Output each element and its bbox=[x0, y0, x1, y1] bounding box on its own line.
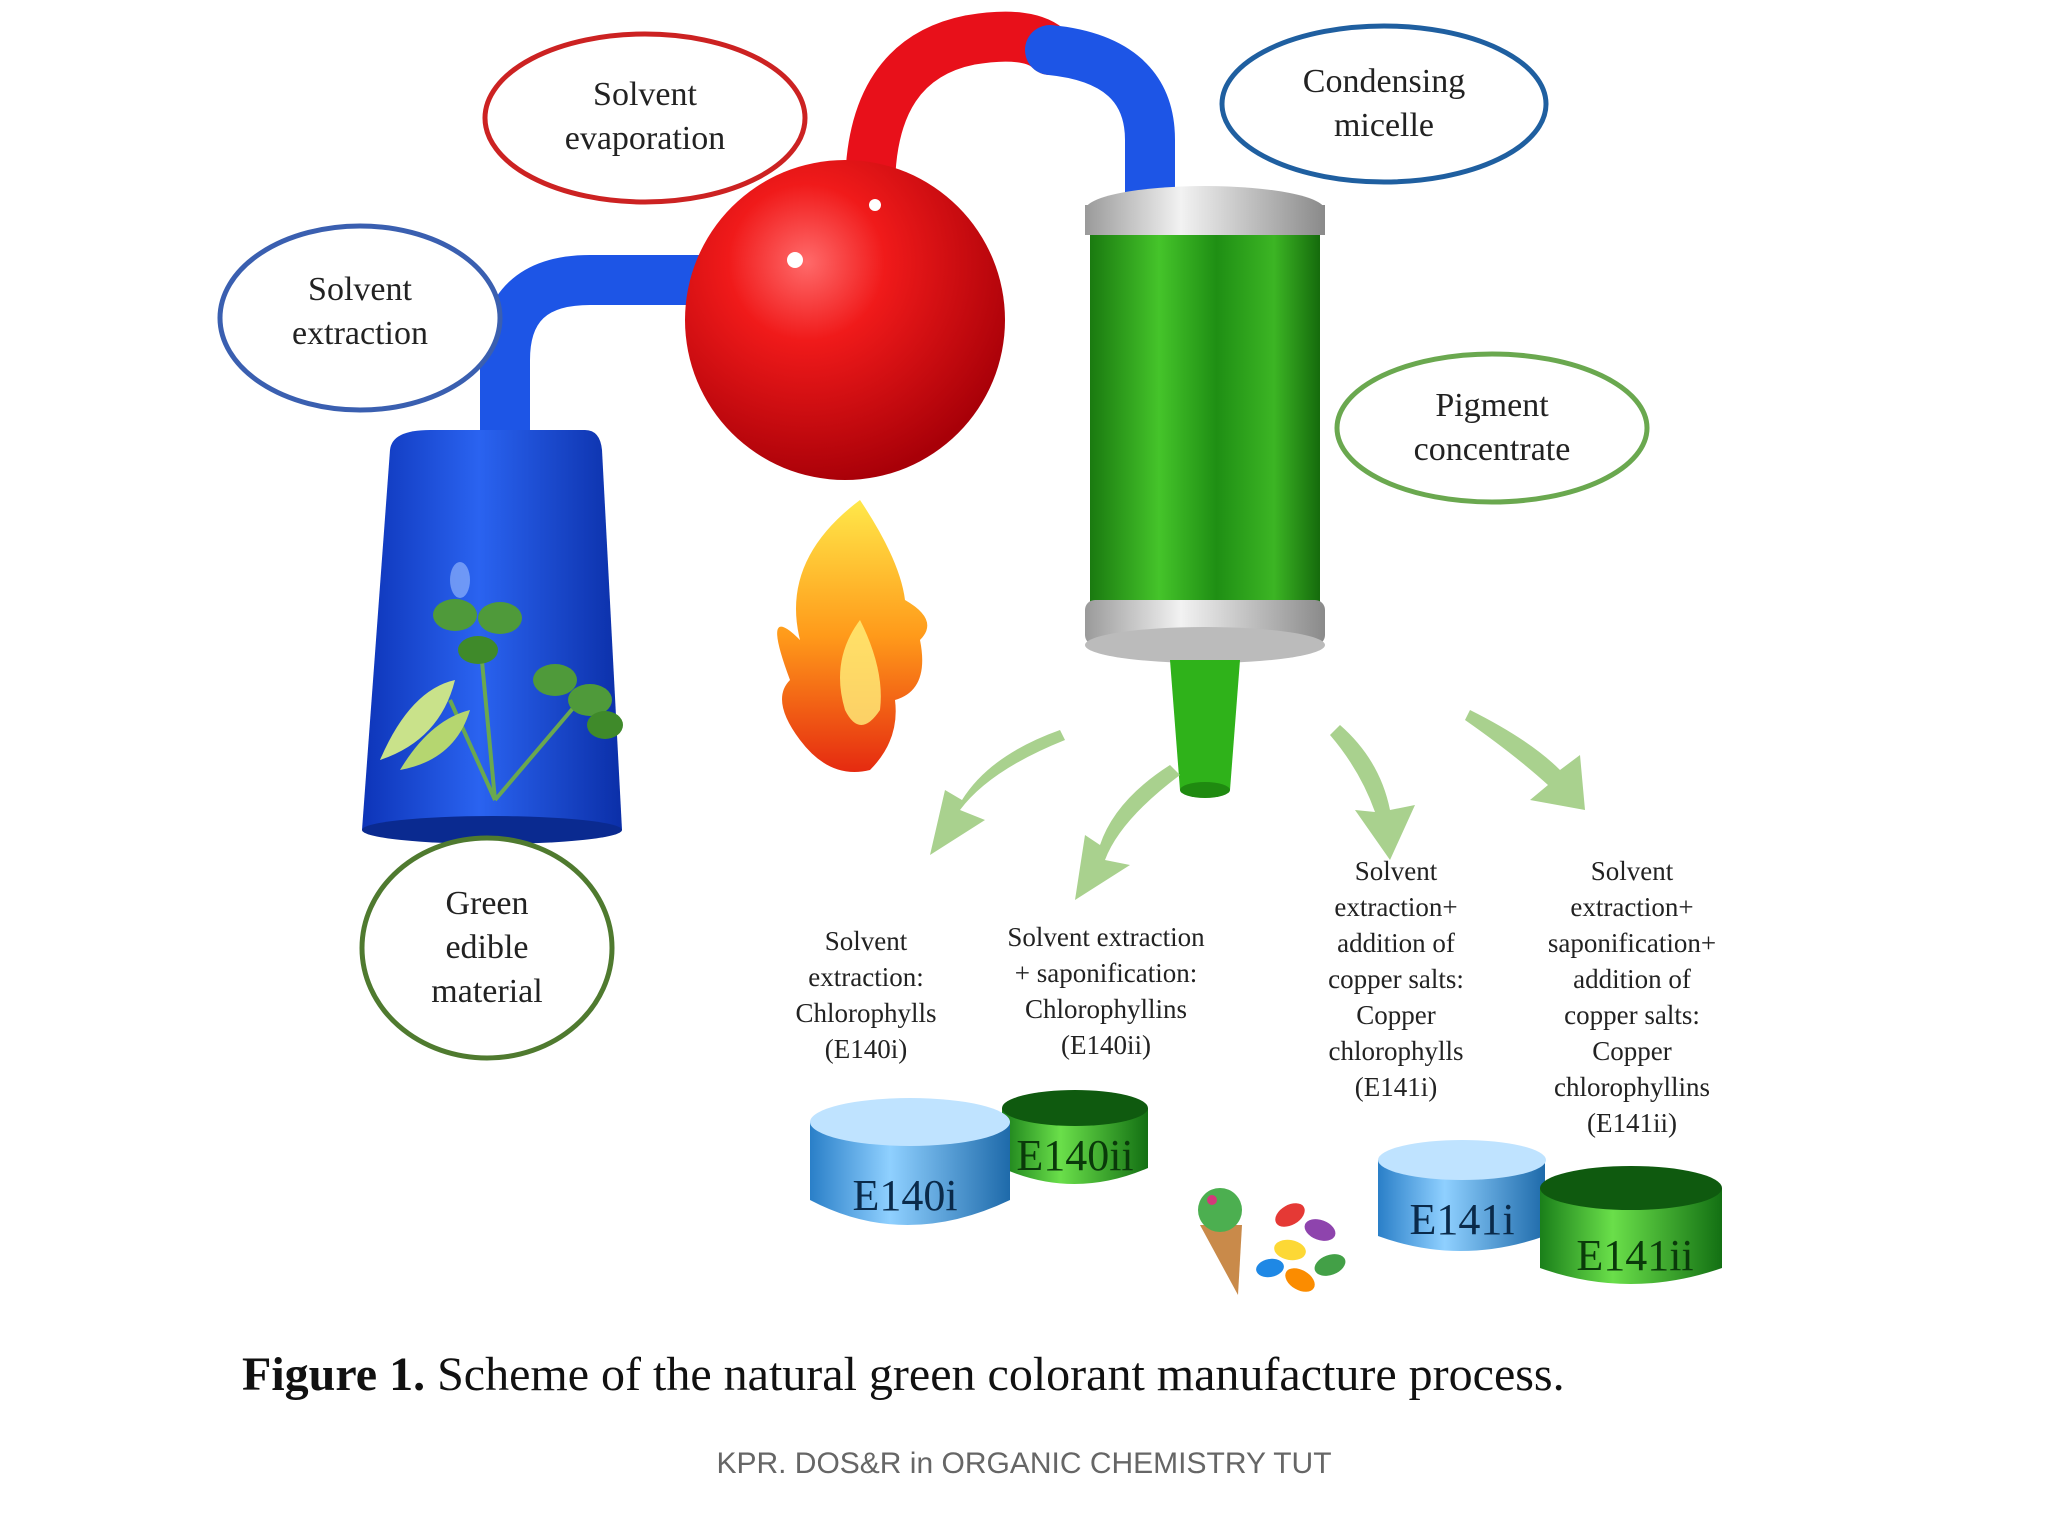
product-text-line: Solvent bbox=[825, 926, 908, 956]
product-text-line: addition of bbox=[1337, 928, 1455, 958]
evaporation-flask bbox=[685, 160, 1005, 480]
product-text-line: chlorophylls bbox=[1329, 1036, 1464, 1066]
product-text-line: copper salts: bbox=[1564, 1000, 1700, 1030]
product-label-e141i: Solvent extraction+ addition of copper s… bbox=[1328, 856, 1464, 1102]
product-text-line: extraction+ bbox=[1334, 892, 1457, 922]
bubble-text-line: extraction bbox=[292, 315, 428, 352]
cup-code: E140ii bbox=[1016, 1131, 1133, 1180]
bubble-text-line: Green bbox=[445, 885, 528, 922]
cup-e141i: E141i bbox=[1378, 1140, 1546, 1251]
cup-code: E141ii bbox=[1576, 1231, 1693, 1280]
cup-e140i: E140i bbox=[810, 1098, 1010, 1225]
bubble-text-line: micelle bbox=[1334, 107, 1434, 144]
product-label-e141ii: Solvent extraction+ saponification+ addi… bbox=[1548, 856, 1716, 1138]
product-text-line: chlorophyllins bbox=[1554, 1072, 1710, 1102]
plant-icon bbox=[380, 599, 623, 802]
bubble-text-line: evaporation bbox=[565, 120, 726, 157]
product-text-line: + saponification: bbox=[1015, 958, 1197, 988]
bubble-pigment-concentrate: Pigment concentrate bbox=[1334, 351, 1650, 505]
condensing-column bbox=[1085, 186, 1325, 798]
product-text-line: Copper bbox=[1356, 1000, 1435, 1030]
red-tube bbox=[845, 11, 1075, 215]
product-text-line: Chlorophyllins bbox=[1025, 994, 1187, 1024]
candy-icon bbox=[1256, 1203, 1346, 1292]
product-text-line: (E141i) bbox=[1355, 1072, 1437, 1102]
figure-label: Figure 1. bbox=[242, 1348, 426, 1401]
product-text-line: Chlorophylls bbox=[795, 998, 936, 1028]
ice-cream-icon bbox=[1198, 1188, 1242, 1295]
product-text-line: extraction: bbox=[808, 962, 923, 992]
figure-caption-text: Scheme of the natural green colorant man… bbox=[425, 1348, 1565, 1401]
credit-footer: KPR. DOS&R in ORGANIC CHEMISTRY TUT bbox=[716, 1447, 1332, 1480]
bubble-condensing-micelle: Condensing micelle bbox=[1219, 23, 1549, 185]
product-text-line: Solvent extraction bbox=[1007, 922, 1205, 952]
bubble-text-line: Solvent bbox=[308, 271, 412, 308]
cup-e141ii: E141ii bbox=[1540, 1166, 1722, 1284]
product-text-line: Copper bbox=[1592, 1036, 1671, 1066]
product-text-line: copper salts: bbox=[1328, 964, 1464, 994]
bubble-text-line: Solvent bbox=[593, 76, 697, 113]
product-text-line: (E141ii) bbox=[1587, 1108, 1677, 1138]
bubble-solvent-evaporation: Solvent evaporation bbox=[482, 31, 808, 205]
figure-caption: Figure 1. Scheme of the natural green co… bbox=[242, 1347, 1565, 1402]
product-text-line: Solvent bbox=[1591, 856, 1674, 886]
flame-icon bbox=[777, 500, 928, 772]
bubble-text-line: edible bbox=[445, 929, 528, 966]
bubble-text-line: Condensing bbox=[1303, 63, 1465, 100]
product-text-line: addition of bbox=[1573, 964, 1691, 994]
bubble-solvent-extraction: Solvent extraction bbox=[217, 223, 503, 413]
product-text-line: saponification+ bbox=[1548, 928, 1716, 958]
product-arrows bbox=[930, 710, 1585, 900]
product-text-line: Solvent bbox=[1355, 856, 1438, 886]
cup-code: E141i bbox=[1409, 1195, 1514, 1244]
blue-tube bbox=[480, 255, 725, 470]
cup-e140ii: E140ii bbox=[1002, 1090, 1148, 1184]
bubble-text-line: material bbox=[431, 973, 542, 1010]
product-label-e140ii: Solvent extraction + saponification: Chl… bbox=[1007, 922, 1205, 1060]
bubble-green-edible-material: Green edible material bbox=[359, 835, 615, 1061]
product-text-line: (E140i) bbox=[825, 1034, 907, 1064]
bubble-text-line: concentrate bbox=[1414, 431, 1571, 468]
product-label-e140i: Solvent extraction: Chlorophylls (E140i) bbox=[795, 926, 936, 1064]
product-text-line: extraction+ bbox=[1570, 892, 1693, 922]
cup-code: E140i bbox=[852, 1171, 957, 1220]
blue-return-tube bbox=[1025, 25, 1175, 230]
bubble-text-line: Pigment bbox=[1435, 387, 1549, 424]
product-text-line: (E140ii) bbox=[1061, 1030, 1151, 1060]
